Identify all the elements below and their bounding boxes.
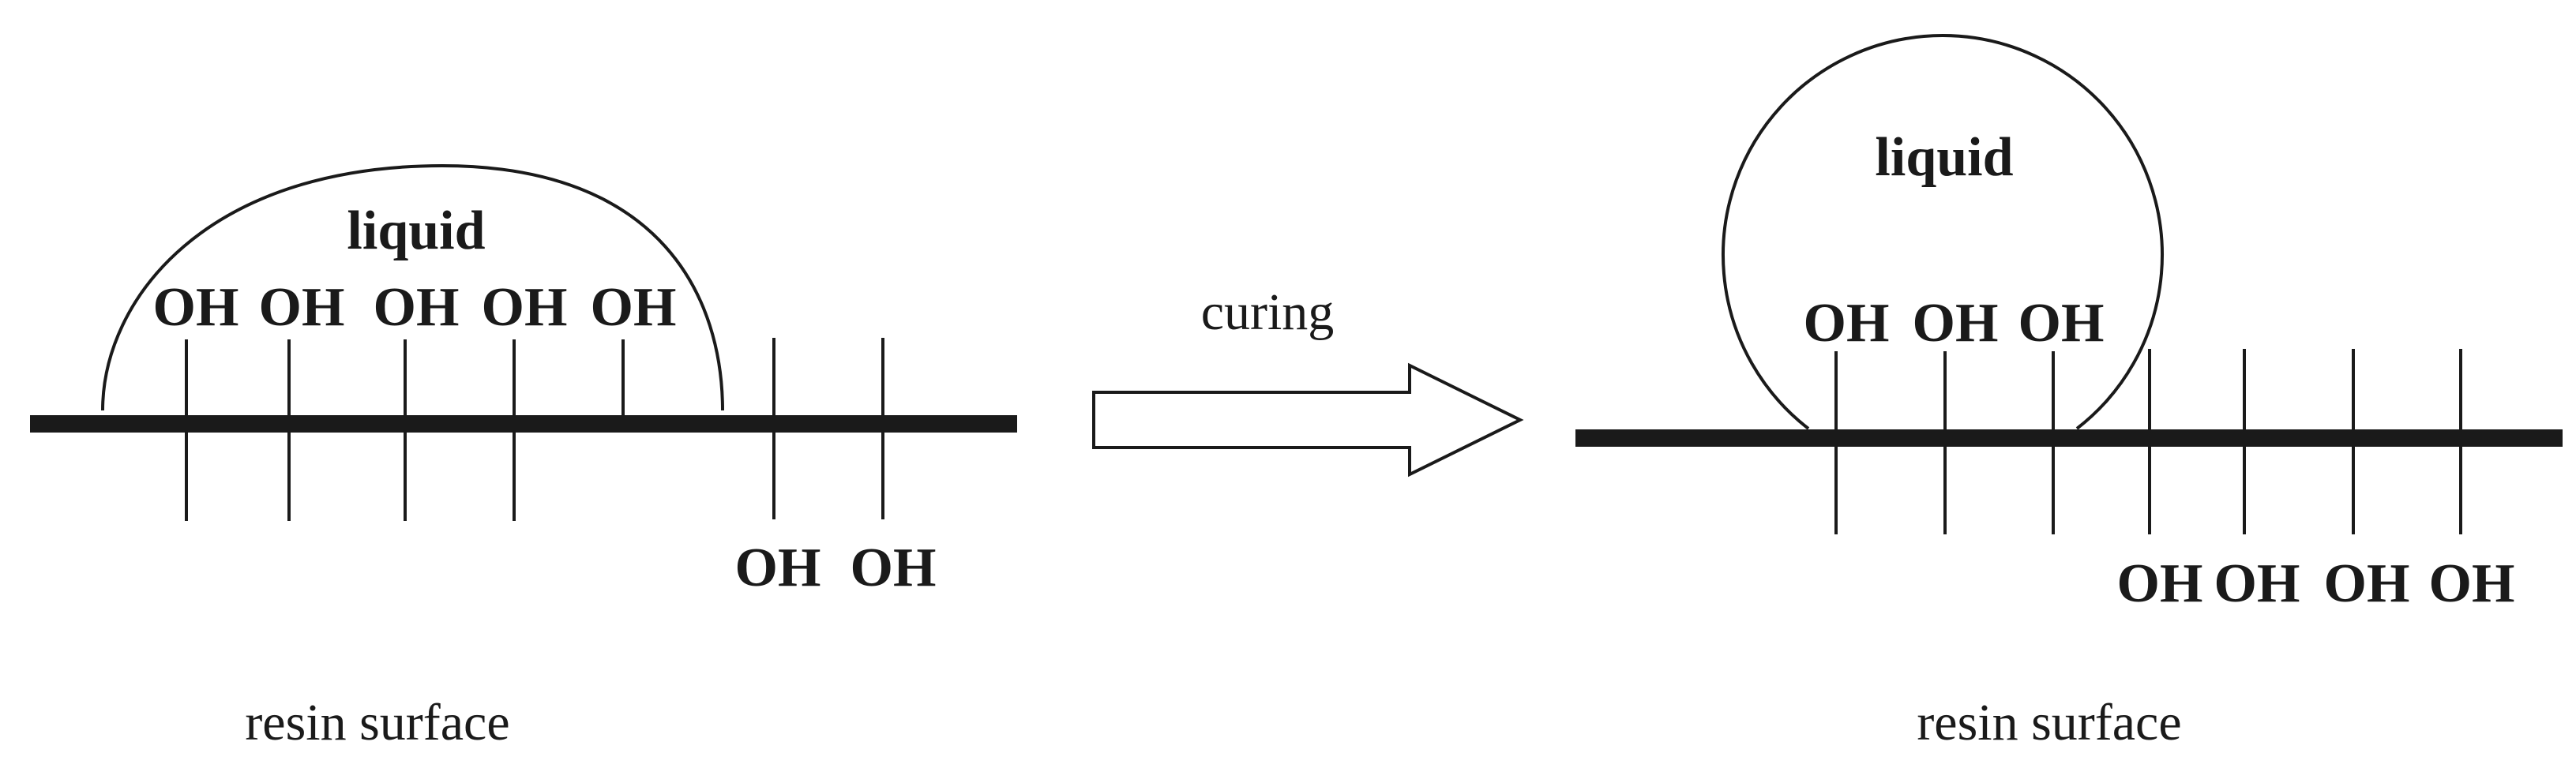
left-surface-label: resin surface bbox=[245, 694, 509, 751]
curing-label: curing bbox=[1201, 283, 1335, 341]
right-oh-label: OH bbox=[2018, 293, 2105, 354]
right-oh-label: OH bbox=[2214, 553, 2300, 614]
right-liquid-label: liquid bbox=[1875, 127, 2013, 188]
left-oh-label: OH bbox=[374, 277, 460, 338]
left-liquid-label: liquid bbox=[347, 200, 485, 261]
left-oh-label: OH bbox=[591, 277, 677, 338]
left-oh-label: OH bbox=[482, 277, 568, 338]
right-surface-label: resin surface bbox=[1917, 694, 2181, 751]
left-panel: liquid OH OH OH OH OH OH OH resin surfac… bbox=[30, 163, 1017, 751]
curing-arrow: curing bbox=[1092, 283, 1524, 478]
left-oh-label: OH bbox=[851, 538, 937, 598]
right-oh-label: OH bbox=[2429, 553, 2515, 614]
left-oh-label: OH bbox=[735, 538, 821, 598]
right-liquid-droplet bbox=[1722, 34, 2164, 430]
right-oh-label: OH bbox=[2117, 553, 2203, 614]
right-oh-label: OH bbox=[1804, 293, 1890, 354]
right-oh-label: OH bbox=[2324, 553, 2410, 614]
left-liquid-droplet bbox=[101, 163, 724, 411]
right-panel: liquid OH OH OH OH OH OH OH resin surfac… bbox=[1575, 34, 2563, 751]
right-arrow-icon bbox=[1092, 362, 1524, 478]
right-oh-label: OH bbox=[1913, 293, 1999, 354]
left-oh-label: OH bbox=[153, 277, 239, 338]
left-oh-label: OH bbox=[259, 277, 345, 338]
